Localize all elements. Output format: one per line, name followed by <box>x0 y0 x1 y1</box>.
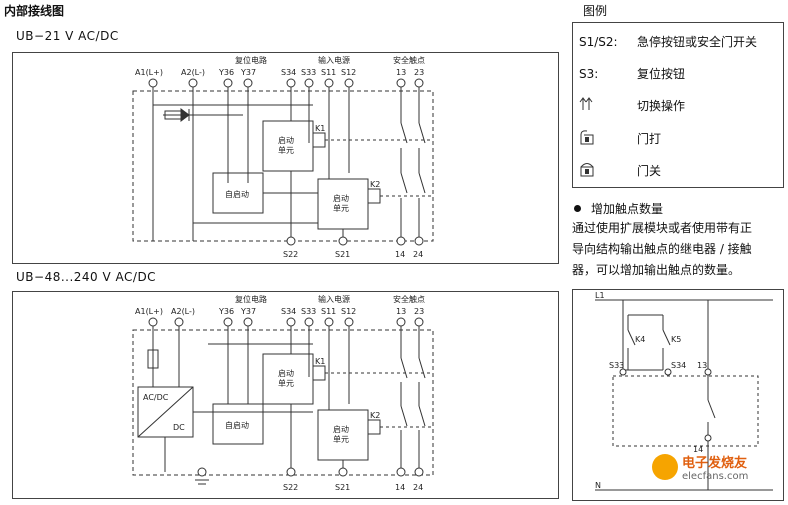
svg-text:K2: K2 <box>370 411 380 420</box>
label-14: 14 <box>693 445 703 454</box>
start-unit-1-label: 启动 <box>278 135 294 145</box>
diagram2-caption: UB−48...240 V AC/DC <box>16 270 157 284</box>
legend-item-s3: S3: 复位按钮 <box>579 66 686 82</box>
svg-text:Y36: Y36 <box>218 307 234 316</box>
diagram1-schematic: 复位电路 输入电源 安全触点 A1(L+) A2(L-) Y36 Y37 S34… <box>132 55 434 259</box>
group-label-power: 输入电源 <box>318 55 350 65</box>
terminal-13: 13 <box>396 68 406 77</box>
diagram1-box: 复位电路 输入电源 安全触点 A1(L+) A2(L-) Y36 Y37 S34… <box>12 52 559 264</box>
group-label-reset-2: 复位电路 <box>235 294 267 304</box>
auto-start-block-2 <box>212 403 264 445</box>
svg-text:S33: S33 <box>301 307 316 316</box>
svg-text:S21: S21 <box>335 483 350 492</box>
terminal-a1: A1(L+) <box>135 68 163 77</box>
start-unit-2-label: 启动 <box>333 193 349 203</box>
terminal-s22: S22 <box>283 250 298 259</box>
svg-text:A1(L+): A1(L+) <box>135 307 163 316</box>
bullet-heading: 增加触点数量 <box>574 200 663 217</box>
label-n: N <box>595 481 601 490</box>
group-label-contacts-2: 安全触点 <box>393 294 425 304</box>
label-l1: L1 <box>595 291 605 300</box>
relay-coil-k2 <box>367 188 381 204</box>
extension-schematic: L1 N K4 K5 S33 S34 13 14 <box>595 291 773 491</box>
svg-text:S22: S22 <box>283 483 298 492</box>
label-k5: K5 <box>671 335 681 344</box>
watermark: 电子发烧友 elecfans.com <box>652 452 748 482</box>
svg-text:14: 14 <box>395 483 405 492</box>
legend-item-door-closed: 门关 <box>579 161 661 180</box>
legend-item-switch: 切换操作 <box>579 97 685 114</box>
terminal-s34: S34 <box>281 68 296 77</box>
legend-box: S1/S2: 急停按钮或安全门开关 S3: 复位按钮 切换操作 门打 门关 <box>572 22 784 188</box>
label-s33: S33 <box>609 361 624 370</box>
group-label-contacts: 安全触点 <box>393 55 425 65</box>
relay-coil-k1 <box>312 132 326 148</box>
terminal-14: 14 <box>395 250 405 259</box>
housing-outline <box>132 90 434 242</box>
legend-title: 图例 <box>583 4 608 18</box>
terminal-s21: S21 <box>335 250 350 259</box>
svg-text:单元: 单元 <box>333 434 349 444</box>
diagram2-schematic: 复位电路 输入电源 安全触点 A1(L+) A2(L-) Y36 Y37 S34… <box>132 294 434 492</box>
label-k4: K4 <box>635 335 645 344</box>
svg-text:单元: 单元 <box>278 378 294 388</box>
terminal-24: 24 <box>413 250 423 259</box>
svg-text:启动: 启动 <box>333 424 349 434</box>
svg-text:Y37: Y37 <box>240 307 256 316</box>
bullet-icon <box>574 205 581 212</box>
diagram1-caption: UB−21 V AC/DC <box>16 29 119 43</box>
terminal-y37: Y37 <box>240 68 256 77</box>
extension-diagram-box: L1 N K4 K5 S33 S34 13 14 <box>572 289 784 501</box>
svg-text:单元: 单元 <box>278 145 294 155</box>
diagram2-box: 复位电路 输入电源 安全触点 A1(L+) A2(L-) Y36 Y37 S34… <box>12 291 559 499</box>
label-s34: S34 <box>671 361 686 370</box>
door-closed-icon <box>579 161 637 180</box>
svg-text:13: 13 <box>396 307 406 316</box>
svg-text:S34: S34 <box>281 307 296 316</box>
terminal-a2: A2(L-) <box>181 68 205 77</box>
group-label-reset: 复位电路 <box>235 55 267 65</box>
switch-arrow-icon <box>579 97 637 114</box>
converter-ac-dc-label: AC/DC <box>143 393 169 402</box>
terminal-23: 23 <box>414 68 424 77</box>
terminal-s12: S12 <box>341 68 356 77</box>
description-paragraph: 通过使用扩展模块或者使用带有正 导向结构输出触点的继电器 / 接触 器，可以增加… <box>572 221 753 277</box>
relay-k2-label: K2 <box>370 180 380 189</box>
svg-text:23: 23 <box>414 307 424 316</box>
group-label-power-2: 输入电源 <box>318 294 350 304</box>
svg-text:S11: S11 <box>321 307 336 316</box>
diode-symbol <box>180 108 190 122</box>
door-open-icon <box>579 129 637 148</box>
label-13: 13 <box>697 361 707 370</box>
svg-text:24: 24 <box>413 483 423 492</box>
relay-k1-label: K1 <box>315 124 325 133</box>
converter-dc-label: DC <box>173 423 185 432</box>
auto-start-label: 自启动 <box>225 189 249 199</box>
page-title: 内部接线图 <box>4 4 65 18</box>
svg-text:自启动: 自启动 <box>225 420 249 430</box>
svg-text:K1: K1 <box>315 357 325 366</box>
svg-text:S12: S12 <box>341 307 356 316</box>
watermark-logo-icon <box>652 454 678 480</box>
fuse-symbol-2 <box>147 349 159 369</box>
terminal-s33: S33 <box>301 68 316 77</box>
terminal-s11: S11 <box>321 68 336 77</box>
svg-text:A2(L-): A2(L-) <box>171 307 195 316</box>
svg-text:启动: 启动 <box>278 368 294 378</box>
svg-text:单元: 单元 <box>333 203 349 213</box>
terminal-y36: Y36 <box>218 68 234 77</box>
legend-item-door-open: 门打 <box>579 129 661 148</box>
legend-item-s1s2: S1/S2: 急停按钮或安全门开关 <box>579 34 758 50</box>
